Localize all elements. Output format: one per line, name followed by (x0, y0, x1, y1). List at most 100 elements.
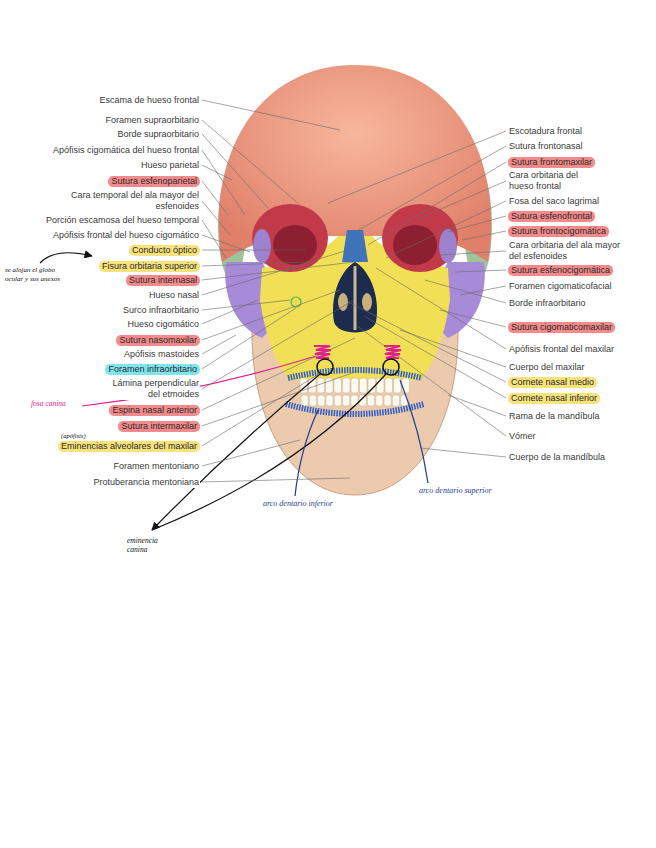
leader-line (425, 280, 506, 303)
part-name: Apófisis cigomática del hueso frontal (52, 145, 200, 156)
part-name: Sutura internasal (129, 275, 197, 286)
highlighted-label: Foramen infraorbitario (105, 364, 200, 375)
tooth (360, 378, 368, 393)
handwritten-note: fosa canina (30, 399, 67, 408)
leader-line (202, 308, 296, 369)
dental-arch-mark (288, 370, 422, 378)
tooth (343, 395, 350, 406)
note-line (400, 380, 428, 483)
leader-line (420, 181, 506, 218)
handwritten-note: (apófisis) (60, 432, 87, 440)
leader-line (202, 478, 350, 482)
leader-line (202, 201, 230, 235)
part-name: Foramen mentoniano (112, 461, 200, 472)
teeth (300, 378, 410, 406)
nasal-septum (354, 266, 357, 330)
leader-line (448, 216, 506, 232)
leader-line (364, 316, 506, 398)
highlighted-label: Sutura esfenoparietal (108, 176, 200, 187)
leader-line (400, 330, 506, 367)
part-name: Escotadura frontal (508, 126, 583, 137)
part-name: Sutura frontonasal (508, 141, 584, 152)
eminence-circle (383, 359, 399, 375)
part-name: Hueso parietal (140, 160, 200, 171)
leader-line (202, 150, 245, 215)
part-name: Sutura nasomaxilar (119, 335, 197, 346)
leader-line (202, 440, 300, 466)
part-name: Cornete nasal inferior (511, 393, 597, 404)
leader-line (460, 286, 506, 295)
handwritten-note: arco dentario superior (418, 486, 493, 496)
handwritten-note: eminencia canina (126, 536, 180, 554)
leader-line (202, 250, 348, 295)
part-name: Escama de hueso frontal (98, 95, 200, 106)
part-name: Cara temporal del ala mayor del esfenoid… (66, 190, 200, 212)
highlighted-label: Eminencias alveolares del maxilar (58, 441, 200, 452)
sphenoid-wing (253, 229, 271, 263)
leader-line (440, 251, 506, 255)
leader-line (368, 162, 506, 245)
part-name: Foramen supraorbitario (104, 115, 200, 126)
note-line (82, 356, 316, 406)
part-name: Sutura intermaxilar (121, 421, 197, 432)
leader-line (202, 372, 322, 446)
tooth (334, 395, 341, 406)
tooth (392, 395, 399, 406)
orbit-depth (273, 225, 317, 265)
leader-line (440, 310, 506, 327)
part-name: Apófisis frontal del maxilar (508, 344, 615, 355)
part-name: Rama de la mandíbula (508, 411, 601, 422)
leader-line (376, 268, 506, 349)
part-name: Surco infraorbitario (122, 305, 200, 316)
highlighted-label: Sutura internasal (126, 275, 200, 286)
tooth (326, 395, 333, 406)
nasal-concha (362, 293, 372, 311)
part-name: Apófisis frontal del hueso cigomático (52, 230, 200, 241)
part-name: Cuerpo de la mandíbula (508, 452, 606, 463)
leader-line (420, 448, 506, 457)
highlighted-label: Sutura esfenofrontal (508, 211, 595, 222)
leader-line (202, 165, 232, 180)
highlighted-label: Sutura nasomaxilar (116, 335, 200, 346)
tooth (368, 378, 376, 393)
tooth (402, 378, 410, 393)
note-line (295, 410, 318, 496)
handwritten-note: arco dentario inferior (262, 499, 334, 509)
part-name: Sutura frontomaxilar (511, 157, 592, 168)
part-name: Sutura esfenofrontal (511, 211, 592, 222)
leader-line (202, 120, 300, 205)
part-name: Borde supraorbitario (116, 129, 200, 140)
leader-line (202, 290, 340, 340)
leader-line (202, 262, 354, 280)
tooth (384, 395, 391, 406)
part-name: Porción escamosa del hueso temporal (45, 215, 200, 226)
leader-line (356, 325, 506, 436)
tooth (351, 378, 359, 393)
part-name: Conducto óptico (132, 245, 197, 256)
leader-line (202, 134, 268, 208)
tooth (343, 378, 351, 393)
part-name: Foramen cigomaticofacial (508, 281, 613, 292)
part-name: Cuerpo del maxilar (508, 362, 586, 373)
tooth (334, 378, 342, 393)
frontal-bone (219, 65, 492, 262)
highlighted-label: Sutura cigomaticomaxilar (508, 322, 615, 333)
part-name: Sutura cigomaticomaxilar (511, 322, 612, 333)
highlighted-label: Sutura frontomaxilar (508, 157, 595, 168)
leader-line (462, 231, 506, 240)
highlighted-label: Sutura frontocigomática (508, 226, 609, 237)
leader-line (348, 302, 506, 382)
tooth (317, 378, 325, 393)
tooth (301, 395, 308, 406)
part-name: Vómer (508, 431, 537, 442)
leader-line (202, 335, 236, 354)
part-name: Hueso cigomático (126, 319, 200, 330)
leader-line (202, 250, 305, 251)
tooth (385, 378, 393, 393)
leader-line (355, 146, 506, 232)
highlighted-label: Espina nasal anterior (109, 405, 200, 416)
sphenoid-wing (439, 229, 457, 263)
hand-annotations (40, 253, 428, 530)
